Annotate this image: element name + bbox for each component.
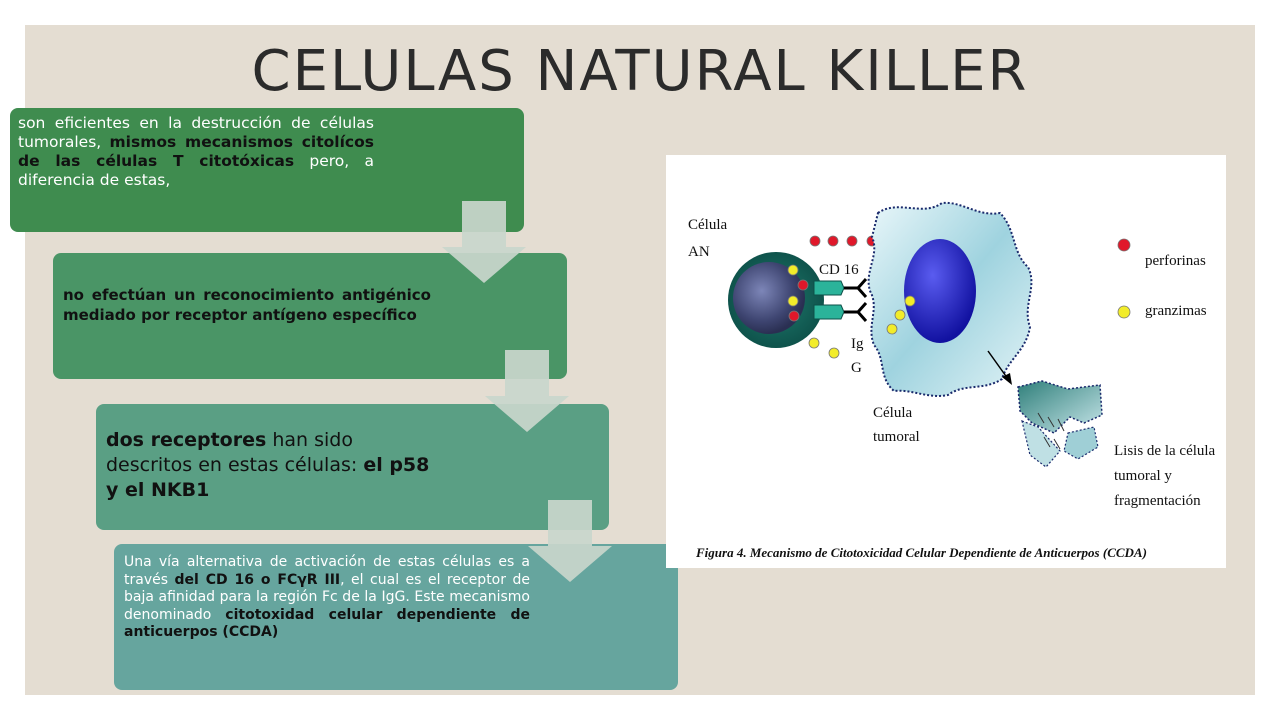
- label-granzimas: granzimas: [1145, 303, 1207, 319]
- slide-title: CELULAS NATURAL KILLER: [251, 39, 1029, 104]
- step-3-bold-b: el p58 y el NKB1: [106, 454, 430, 501]
- label-lisis-2: tumoral y: [1114, 468, 1172, 484]
- label-cd16: CD 16: [819, 262, 859, 278]
- label-ig: Ig: [851, 336, 864, 352]
- step-3-text: han sido descritos en estas células:: [106, 429, 364, 476]
- cd16-receptors: [813, 278, 868, 322]
- label-lisis-3: fragmentación: [1114, 493, 1201, 509]
- label-celula-an-2: AN: [688, 244, 710, 260]
- label-celula-tumoral-1: Célula: [873, 405, 912, 421]
- label-lisis-1: Lisis de la célula: [1114, 443, 1216, 459]
- process-step-4: Una vía alternativa de activación de est…: [114, 544, 678, 690]
- step-3-text: dos receptores han sido descritos en est…: [106, 428, 433, 503]
- ccda-mechanism-figure: Célula AN CD 16 Ig G perforinas granzima…: [666, 155, 1226, 568]
- step-4-text-b: , el cual es el receptor de baja afinida…: [124, 571, 530, 623]
- down-arrow-icon: [528, 500, 612, 582]
- step-4-bold-b: citotoxidad celular dependiente de antic…: [124, 606, 530, 641]
- perforina-legend-icon: [1117, 238, 1131, 252]
- down-arrow-icon: [485, 350, 569, 432]
- lysed-cell-fragments: [1017, 380, 1103, 468]
- tumor-nucleus: [904, 239, 976, 343]
- figure-caption: Figura 4. Mecanismo de Citotoxicidad Cel…: [695, 545, 1147, 560]
- step-2-text: no efectúan un reconocimiento antigénico…: [63, 285, 431, 325]
- down-arrow-icon: [442, 201, 526, 283]
- step-4-text-a: Una vía alternativa de activación de est…: [124, 554, 530, 588]
- step-1-text: son eficientes en la destrucción de célu…: [18, 114, 374, 190]
- process-step-1: son eficientes en la destrucción de célu…: [10, 108, 524, 232]
- label-celula-tumoral-2: tumoral: [873, 429, 920, 445]
- step-1-text-b: pero, a diferencia de estas,: [18, 152, 374, 189]
- ccda-diagram: Célula AN CD 16 Ig G perforinas granzima…: [688, 201, 1216, 560]
- granzima-legend-icon: [1117, 305, 1131, 319]
- step-4-bold-a: del CD 16 o FCγR III: [174, 571, 341, 588]
- step-1-bold: mismos mecanismos citolícos de las célul…: [18, 133, 374, 170]
- step-4-text: Una vía alternativa de activación de est…: [124, 554, 530, 642]
- label-g: G: [851, 360, 862, 376]
- label-perforinas: perforinas: [1145, 253, 1206, 269]
- label-celula-an-1: Célula: [688, 217, 727, 233]
- step-2-bold: no efectúan un reconocimiento antigénico…: [63, 286, 431, 324]
- nk-cell-nucleus: [733, 262, 805, 334]
- step-3-bold-a: dos receptores: [106, 429, 267, 451]
- step-1-text-a: son eficientes en la destrucción de célu…: [18, 114, 374, 151]
